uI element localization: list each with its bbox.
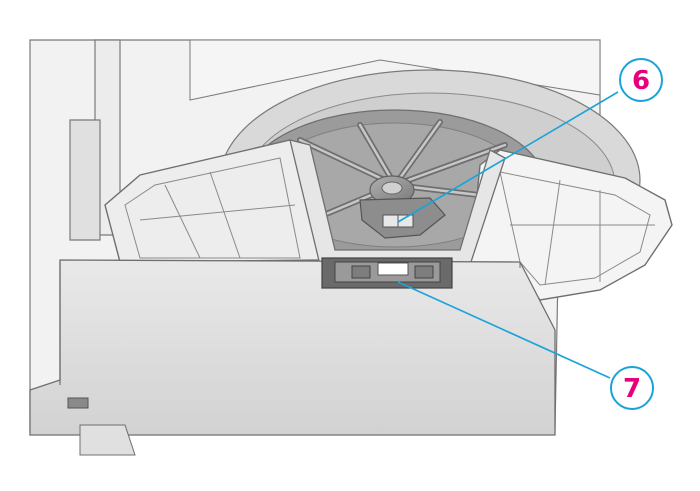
- part-7-latch: [321, 257, 453, 289]
- callout-6-label: 6: [632, 66, 650, 96]
- front-panel: [29, 259, 556, 456]
- small-button: [67, 397, 89, 409]
- part-6-sensor-block: [359, 197, 446, 239]
- leader-line-6: [397, 91, 619, 223]
- leader-line-7: [397, 281, 611, 379]
- callout-6: 6: [619, 58, 663, 102]
- callout-7-circle: [610, 366, 654, 410]
- callout-6-circle: [619, 58, 663, 102]
- callout-7-label: 7: [623, 374, 641, 404]
- callout-7: 7: [610, 366, 654, 410]
